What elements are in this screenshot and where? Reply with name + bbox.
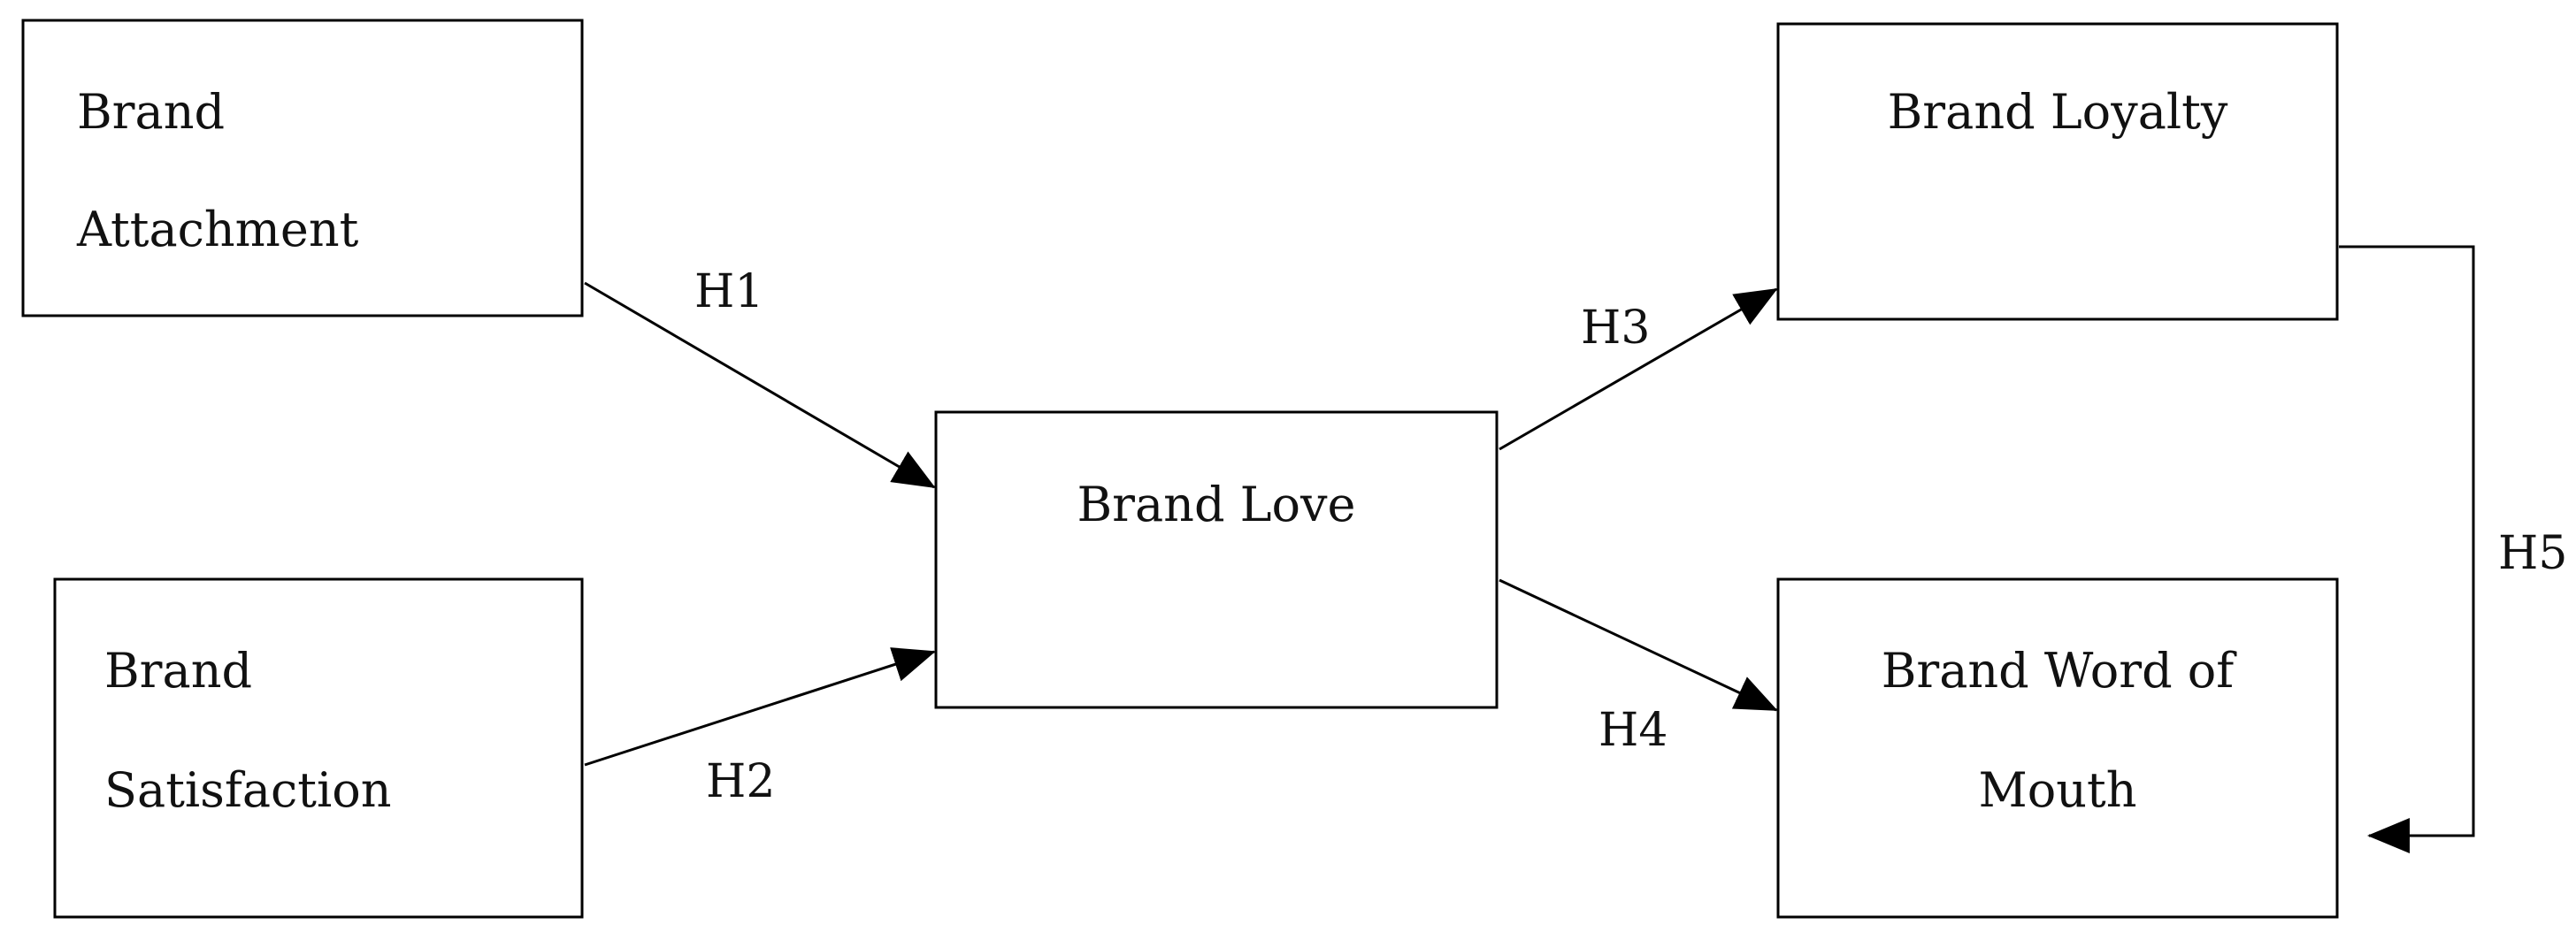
node-brand-satisfaction: Brand Satisfaction [53,577,584,919]
node-brand-loyalty: Brand Loyalty [1776,22,2339,321]
edge-h2: H2 [584,647,936,808]
edge-h3-label: H3 [1581,302,1650,355]
edge-h2-arrow [584,647,936,767]
node-brand-attachment: Brand Attachment [21,19,584,317]
edge-h5: H5 [2339,245,2567,853]
node-brand-word-of-mouth-line2: Mouth [1978,762,2136,818]
node-brand-love-label: Brand Love [1077,477,1355,532]
edge-h2-label: H2 [706,755,775,808]
node-brand-satisfaction-line1: Brand [104,643,252,699]
node-brand-attachment-box [21,19,584,317]
edge-h4-label: H4 [1598,704,1668,757]
edge-h5-label: H5 [2498,527,2567,580]
edge-h3: H3 [1499,287,1778,451]
node-brand-attachment-line1: Brand [77,84,225,140]
node-brand-attachment-line2: Attachment [76,202,359,257]
node-brand-love: Brand Love [934,410,1499,709]
edge-h1-arrow [584,281,936,489]
node-brand-love-box [934,410,1499,709]
node-brand-word-of-mouth-box [1776,577,2339,919]
node-brand-loyalty-box [1776,22,2339,321]
edge-h4: H4 [1499,578,1778,757]
node-brand-satisfaction-box [53,577,584,919]
edge-h4-arrow [1499,578,1778,712]
node-brand-word-of-mouth-line1: Brand Word of [1882,643,2238,699]
node-brand-word-of-mouth: Brand Word of Mouth [1776,577,2339,919]
edge-h1-label: H1 [694,265,763,318]
edge-h3-arrow [1499,287,1778,451]
edge-h1: H1 [584,265,936,489]
node-brand-satisfaction-line2: Satisfaction [104,762,392,818]
node-brand-loyalty-label: Brand Loyalty [1888,84,2228,140]
edge-h5-arrow [2339,245,2475,853]
